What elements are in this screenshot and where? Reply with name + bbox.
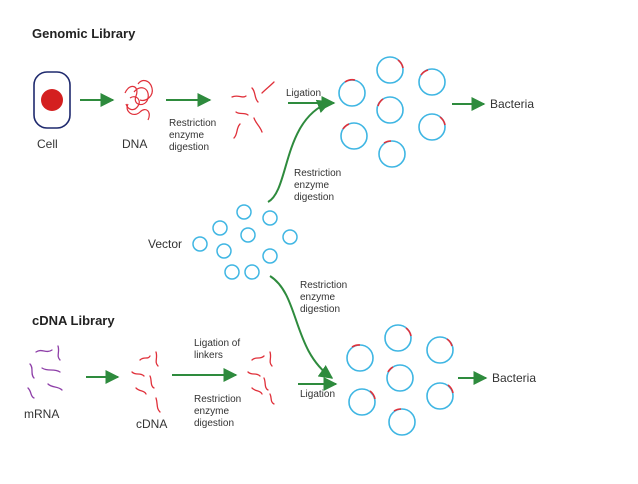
bacteria-label-genomic: Bacteria (490, 97, 534, 111)
cdna-digest-label-1: Restriction (194, 394, 241, 405)
genomic-digest-label-2: enzyme (169, 130, 204, 141)
vector-label: Vector (148, 237, 182, 251)
arrow-vector-to-genomic-ligation (267, 99, 332, 203)
recombinant-plasmids-cdna (346, 324, 454, 436)
vector-plasmids (192, 204, 298, 280)
mrna-label: mRNA (24, 407, 59, 421)
dna-label: DNA (122, 137, 147, 151)
cdna-strands-icon (131, 351, 161, 413)
dna-fragments-genomic (231, 81, 275, 139)
dna-fragments-cdna (247, 351, 275, 405)
cdna-linkers-label-1: Ligation of (194, 338, 240, 349)
vector-digest-upper-1: Restriction (294, 168, 341, 179)
cdna-library-heading: cDNA Library (32, 313, 115, 328)
mrna-strands-icon (27, 345, 63, 399)
cdna-ligation-label: Ligation (300, 389, 335, 400)
cell-icon (33, 71, 71, 129)
cell-label: Cell (37, 137, 58, 151)
genomic-digest-label-1: Restriction (169, 118, 216, 129)
vector-digest-lower-3: digestion (300, 304, 340, 315)
cdna-digest-label-2: enzyme (194, 406, 229, 417)
arrow-vector-to-cdna-ligation (269, 275, 334, 379)
cdna-label: cDNA (136, 417, 167, 431)
dna-tangle-icon (124, 79, 153, 121)
cdna-linkers-label-2: linkers (194, 350, 223, 361)
vector-digest-lower-1: Restriction (300, 280, 347, 291)
vector-digest-upper-3: digestion (294, 192, 334, 203)
vector-digest-upper-2: enzyme (294, 180, 329, 191)
genomic-digest-label-3: digestion (169, 142, 209, 153)
cdna-digest-label-3: digestion (194, 418, 234, 429)
bacteria-label-cdna: Bacteria (492, 371, 536, 385)
vector-digest-lower-2: enzyme (300, 292, 335, 303)
genomic-ligation-label: Ligation (286, 88, 321, 99)
recombinant-plasmids-genomic (338, 56, 446, 168)
genomic-library-heading: Genomic Library (32, 26, 136, 41)
